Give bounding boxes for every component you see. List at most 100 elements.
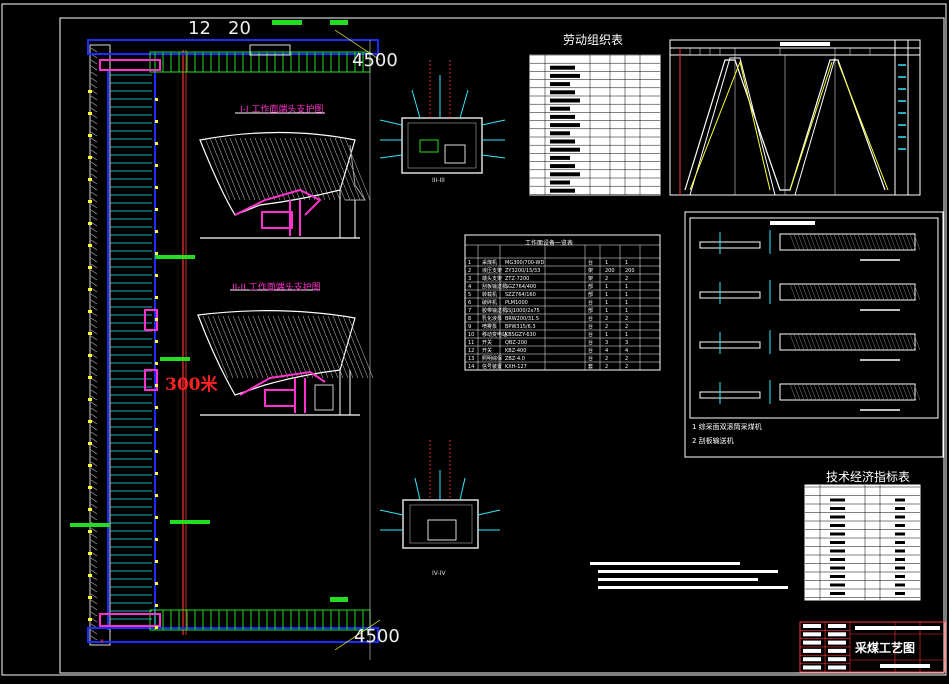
- equipment-cell: BRW200/31.5: [505, 316, 539, 322]
- equipment-cell: 移动变电站: [482, 331, 507, 338]
- equipment-cell: QBZ-200: [505, 340, 527, 346]
- equipment-cell: 2: [605, 276, 608, 282]
- equipment-cell: 1: [625, 300, 628, 306]
- equipment-cell: 台: [588, 347, 593, 354]
- equipment-cell: 1: [605, 292, 608, 298]
- equipment-cell: SZZ764/160: [505, 292, 536, 298]
- section-3: [379, 60, 506, 174]
- mining-process: [684, 211, 944, 458]
- section-3-label: III-III: [432, 177, 445, 184]
- equipment-cell: 开关: [482, 339, 492, 346]
- section-4: [379, 440, 501, 549]
- equipment-cell: 4: [468, 284, 471, 290]
- equipment-cell: 台: [588, 259, 593, 266]
- dim-right-bottom: 4500: [354, 626, 400, 647]
- dim-right-top: 4500: [352, 50, 398, 71]
- title-block: [799, 621, 946, 673]
- equipment-cell: 1: [625, 260, 628, 266]
- equipment-cell: 刮板输送机: [482, 283, 507, 290]
- equipment-cell: 1: [625, 332, 628, 338]
- equipment-cell: 3: [625, 340, 628, 346]
- equipment-cell: 1: [625, 308, 628, 314]
- equipment-cell: 11: [468, 340, 474, 346]
- equipment-cell: 3: [605, 340, 608, 346]
- equipment-table-title: 工作面设备一览表: [525, 240, 574, 247]
- equipment-cell: 液压支架: [482, 267, 502, 274]
- equipment-cell: 信号装置: [482, 363, 502, 370]
- equipment-cell: 2: [625, 316, 628, 322]
- equipment-cell: 1: [468, 260, 471, 266]
- equipment-cell: ZY3200/15/33: [505, 268, 540, 274]
- title-block-drawing-name: 采煤工艺图: [855, 641, 916, 655]
- notes: [590, 562, 788, 589]
- equipment-cell: 6: [468, 300, 471, 306]
- equipment-cell: 开关: [482, 347, 492, 354]
- equipment-cell: 架: [588, 268, 593, 274]
- equipment-cell: 1: [625, 284, 628, 290]
- equipment-cell: ZBZ-4.0: [505, 356, 525, 362]
- section-lower: [197, 289, 374, 416]
- equipment-cell: 10: [468, 332, 474, 338]
- equipment-cell: SSJ1000/2x75: [505, 308, 540, 314]
- equipment-cell: 2: [625, 276, 628, 282]
- equipment-cell: 2: [605, 316, 608, 322]
- equipment-cell: 14: [468, 364, 474, 370]
- equipment-cell: 2: [625, 324, 628, 330]
- equipment-cell: SGZ764/400: [505, 284, 536, 290]
- equipment-cell: 部: [588, 291, 593, 298]
- equipment-cell: KBSGZY-630: [505, 332, 536, 338]
- equipment-cell: 13: [468, 356, 474, 362]
- equipment-cell: 台: [588, 323, 593, 330]
- equipment-cell: 2: [625, 364, 628, 370]
- equipment-cell: 9: [468, 324, 471, 330]
- equipment-cell: KXH-127: [505, 364, 527, 370]
- equipment-cell: 乳化液泵: [482, 315, 502, 322]
- section-4-label: IV-IV: [432, 570, 446, 577]
- equipment-cell: KBZ-400: [505, 348, 526, 354]
- equipment-cell: 部: [588, 307, 593, 314]
- equipment-cell: 转载机: [482, 291, 497, 298]
- section-upper-title: I-I 工作面端头支护图: [240, 105, 324, 115]
- equipment-cell: 5: [468, 292, 471, 298]
- equipment-cell: 台: [588, 331, 593, 338]
- equipment-cell: 7: [468, 308, 471, 314]
- equipment-cell: 胶带输送机: [482, 307, 507, 314]
- tech-table-title: 技术经济指标表: [826, 470, 911, 484]
- equipment-cell: 台: [588, 355, 593, 362]
- equipment-cell: 部: [588, 283, 593, 290]
- equipment-cell: 套: [588, 363, 593, 370]
- process-legend-1: 1 综采面双滚筒采煤机: [692, 423, 762, 431]
- equipment-cell: 1: [605, 300, 608, 306]
- equipment-cell: 架: [588, 276, 593, 282]
- process-legend-2: 2 刮板输送机: [692, 437, 734, 445]
- equipment-cell: 台: [588, 315, 593, 322]
- equipment-cell: 200: [625, 268, 635, 274]
- equipment-cell: 1: [605, 284, 608, 290]
- inner-frame: [59, 17, 945, 674]
- dim-top-20: 20: [228, 18, 251, 39]
- equipment-cell: 2: [605, 324, 608, 330]
- face-length-label: 300米: [165, 375, 218, 395]
- equipment-cell: 2: [625, 356, 628, 362]
- equipment-cell: 喷雾泵: [482, 323, 497, 330]
- section-upper: [199, 112, 371, 239]
- equipment-cell: MG300/700-WD: [505, 260, 545, 266]
- equipment-cell: 200: [605, 268, 615, 274]
- equipment-cell: 台: [588, 339, 593, 346]
- equipment-cell: 破碎机: [482, 299, 497, 306]
- equipment-cell: 1: [605, 260, 608, 266]
- equipment-cell: 3: [468, 276, 471, 282]
- equipment-cell: 4: [625, 348, 628, 354]
- equipment-cell: 2: [468, 268, 471, 274]
- equipment-cell: 台: [588, 299, 593, 306]
- equipment-cell: 1: [625, 292, 628, 298]
- equipment-cell: 照明综保: [482, 355, 502, 362]
- equipment-cell: 端头支架: [482, 275, 502, 282]
- equipment-cell: 4: [605, 348, 608, 354]
- equipment-cell: 采煤机: [482, 259, 497, 266]
- dim-top-12: 12: [188, 18, 211, 39]
- equipment-cell: BPW315/6.3: [505, 324, 536, 330]
